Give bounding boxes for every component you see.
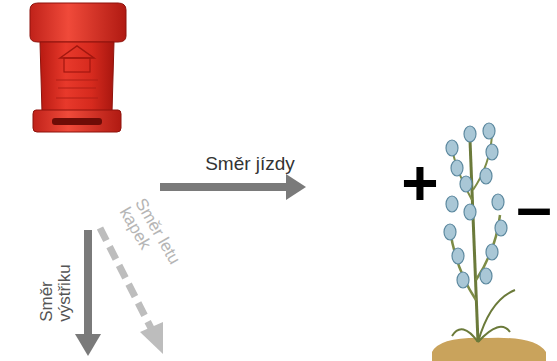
nozzle — [30, 3, 126, 132]
travel-arrow — [160, 174, 306, 200]
sign-symbol: + — [401, 150, 438, 217]
direction-label: Směr výstřiku — [38, 246, 74, 322]
direction-label: Směr letu kapek — [116, 196, 188, 285]
spray-arrow — [75, 230, 101, 356]
direction-label: Směr jízdy — [205, 154, 295, 174]
sign-symbol: – — [516, 174, 552, 241]
plant — [432, 123, 546, 361]
